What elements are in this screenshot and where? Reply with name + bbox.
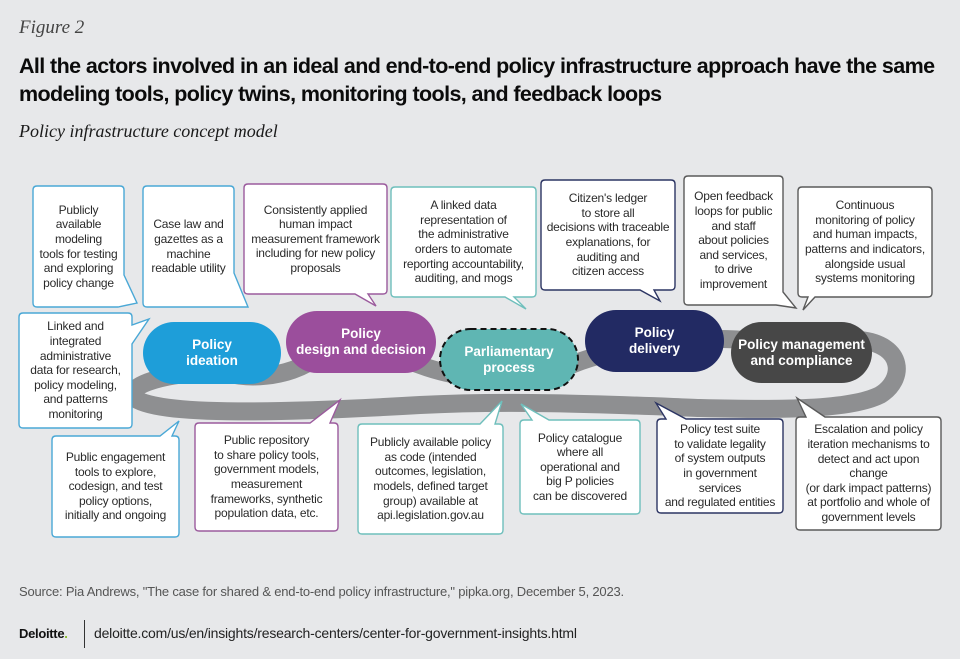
stage-label-delivery: Policy delivery: [628, 325, 681, 356]
callout-bubble-top-6: [683, 175, 798, 309]
callout-bubble-bottom-1: [51, 420, 180, 538]
callout-bubble-top-2: [142, 185, 250, 308]
callout-bubble-top-4: [390, 186, 537, 310]
callout-bubble-bottom-6: [795, 395, 942, 531]
stage-pill-parliamentary: [439, 328, 579, 391]
callout-feedback-loops: Open feedback loops for public and staff…: [694, 189, 773, 291]
callout-bubble-top-5: [540, 179, 676, 303]
stage-pill-management: [731, 322, 872, 383]
callout-linked-admin-data: Linked and integrated administrative dat…: [30, 319, 121, 421]
figure-label: Figure 2: [19, 17, 85, 38]
stage-label-ideation: Policy ideation: [186, 337, 238, 368]
logo-text: Deloitte: [19, 626, 65, 641]
callout-policy-test-suite: Policy test suite to validate legality o…: [664, 422, 776, 510]
loop-track-lower: [122, 331, 906, 421]
callout-bubble-bottom-4: [519, 403, 641, 515]
callout-linked-data: A linked data representation of the admi…: [403, 198, 524, 286]
callout-escalation: Escalation and policy iteration mechanis…: [805, 422, 932, 524]
source-note: Source: Pia Andrews, "The case for share…: [19, 584, 624, 599]
stage-label-management: Policy management and compliance: [738, 337, 865, 368]
callout-public-engagement: Public engagement tools to explore, code…: [64, 450, 167, 523]
page-subtitle: Policy infrastructure concept model: [19, 121, 278, 141]
callout-bubble-left: [18, 312, 151, 429]
callout-bubble-bottom-3: [357, 400, 504, 535]
callout-bubble-bottom-5: [654, 401, 784, 514]
page-title: All the actors involved in an ideal and …: [19, 54, 935, 106]
callout-impact-framework: Consistently applied human impact measur…: [251, 202, 380, 275]
callout-public-repository: Public repository to share policy tools,…: [210, 433, 323, 521]
callout-shapes: [18, 175, 942, 538]
callout-policy-as-code: Publicly available policy as code (inten…: [369, 435, 492, 523]
callout-bubble-top-1: [32, 185, 139, 308]
stage-label-design: Policy design and decision: [296, 326, 426, 357]
stage-shapes: [143, 310, 872, 391]
deloitte-logo[interactable]: Deloitte.: [19, 626, 68, 641]
stage-pill-design: [286, 311, 436, 373]
callout-bubble-bottom-2: [194, 397, 342, 532]
footer-url-link[interactable]: deloitte.com/us/en/insights/research-cen…: [94, 625, 577, 641]
stage-label-parliamentary: Parliamentary process: [464, 343, 554, 375]
callout-policy-catalogue: Policy catalogue where all operational a…: [533, 430, 627, 503]
callout-bubble-top-3: [243, 183, 388, 307]
callout-modeling-tools: Publicly available modeling tools for te…: [39, 202, 118, 290]
callout-case-law: Case law and gazettes as a machine reada…: [151, 217, 226, 276]
callout-citizens-ledger: Citizen's ledger to store all decisions …: [546, 191, 670, 279]
footer-divider: [84, 620, 85, 648]
stage-pill-delivery: [585, 310, 724, 372]
callout-bubble-top-7: [797, 186, 933, 311]
logo-dot: .: [64, 626, 68, 641]
stage-pill-ideation: [143, 322, 281, 384]
callout-continuous-monitoring: Continuous monitoring of policy and huma…: [805, 198, 925, 286]
